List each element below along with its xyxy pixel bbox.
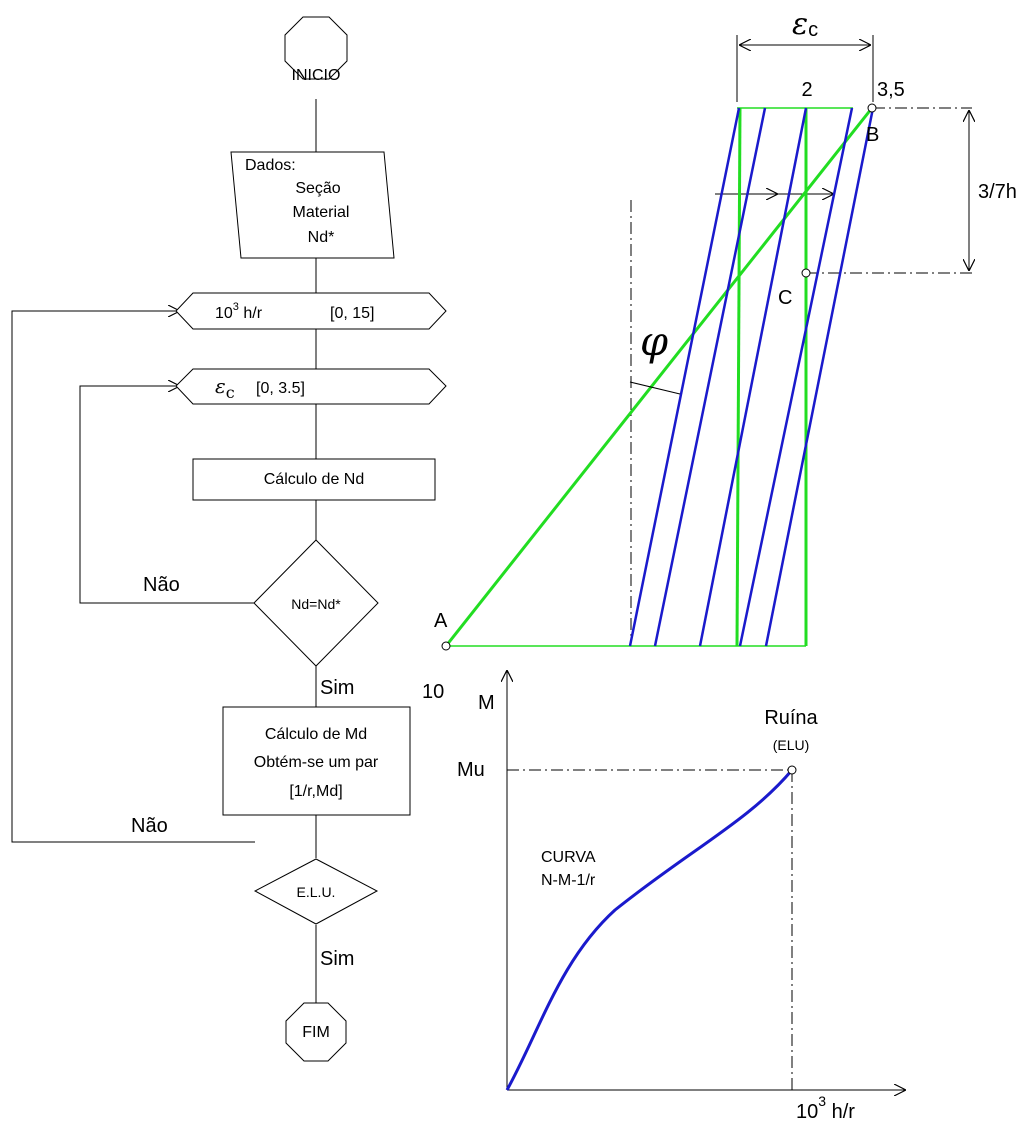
label-10: 10 [422,681,444,703]
decision-elu-label: E.L.U. [297,884,336,900]
x-axis-label: 103 h/r [796,1093,855,1123]
loop-hr-label: 103 h/r [215,301,263,322]
flowchart [11,16,447,1062]
curve-label-line-2: N-M-1/r [541,872,596,889]
label-a: A [434,610,448,632]
end-terminal [285,1002,347,1062]
loop-hr-hexagon [175,292,447,330]
calc-md-box [222,706,411,816]
strain-line-1 [628,107,741,647]
ruina-label: Ruína [764,707,818,729]
decision-nd-label: Nd=Nd* [291,596,341,612]
calc-md-line-3: [1/r,Md] [289,783,342,800]
decision-nd-yes: Sim [320,677,354,699]
domain-vertical-1 [735,107,742,647]
input-line-1: Seção [295,180,340,197]
loop-arrow-nd [79,386,255,604]
strain-diagram [441,35,972,651]
calc-md-line-1: Cálculo de Md [265,726,367,743]
y-axis-label: M [478,692,495,714]
epsilon-c-label: εc [792,7,818,42]
strain-line-2 [653,107,767,647]
strain-line-3 [698,107,808,647]
input-title: Dados: [245,157,296,174]
decision-elu-diamond [253,858,379,925]
loop-epsilon-symbol: εc [215,374,235,402]
mu-label: Mu [457,759,485,781]
strain-line-4 [738,107,854,647]
nm-curve [505,769,794,1091]
phi-angle-tick [629,381,681,395]
start-label: INICIO [292,67,341,84]
elu-label: (ELU) [773,737,810,753]
input-data-box [230,151,395,259]
label-3-5: 3,5 [877,79,905,101]
label-b: B [866,124,879,146]
label-3-7h: 3/7h [978,181,1017,203]
decision-elu-yes: Sim [320,948,354,970]
loop-arrow-elu [11,311,255,843]
loop-hr-range: [0, 15] [330,305,374,322]
calc-nd-box [192,458,436,501]
point-a-marker [441,641,451,651]
strain-line-5 [764,107,875,647]
loop-epsilon-range: [0, 3.5] [256,380,305,397]
input-line-3: Nd* [308,229,335,246]
point-b-marker [867,103,877,113]
calc-nd-label: Cálculo de Nd [264,471,365,488]
label-2: 2 [801,79,812,101]
moment-curvature-chart [507,670,906,1090]
curve-label-line-1: CURVA [541,849,596,866]
end-label: FIM [302,1024,330,1041]
decision-nd-no: Não [143,574,180,596]
label-c: C [778,287,792,309]
input-line-2: Material [293,204,350,221]
phi-label: φ [640,319,668,365]
domain-line-a-b [444,107,874,647]
decision-elu-no: Não [131,815,168,837]
decision-nd-diamond [253,539,379,667]
start-terminal [284,16,348,80]
loop-epsilon-hexagon [175,368,447,405]
ruina-point-marker [787,765,797,775]
point-c-marker [801,268,811,278]
calc-md-line-2: Obtém-se um par [254,754,379,771]
